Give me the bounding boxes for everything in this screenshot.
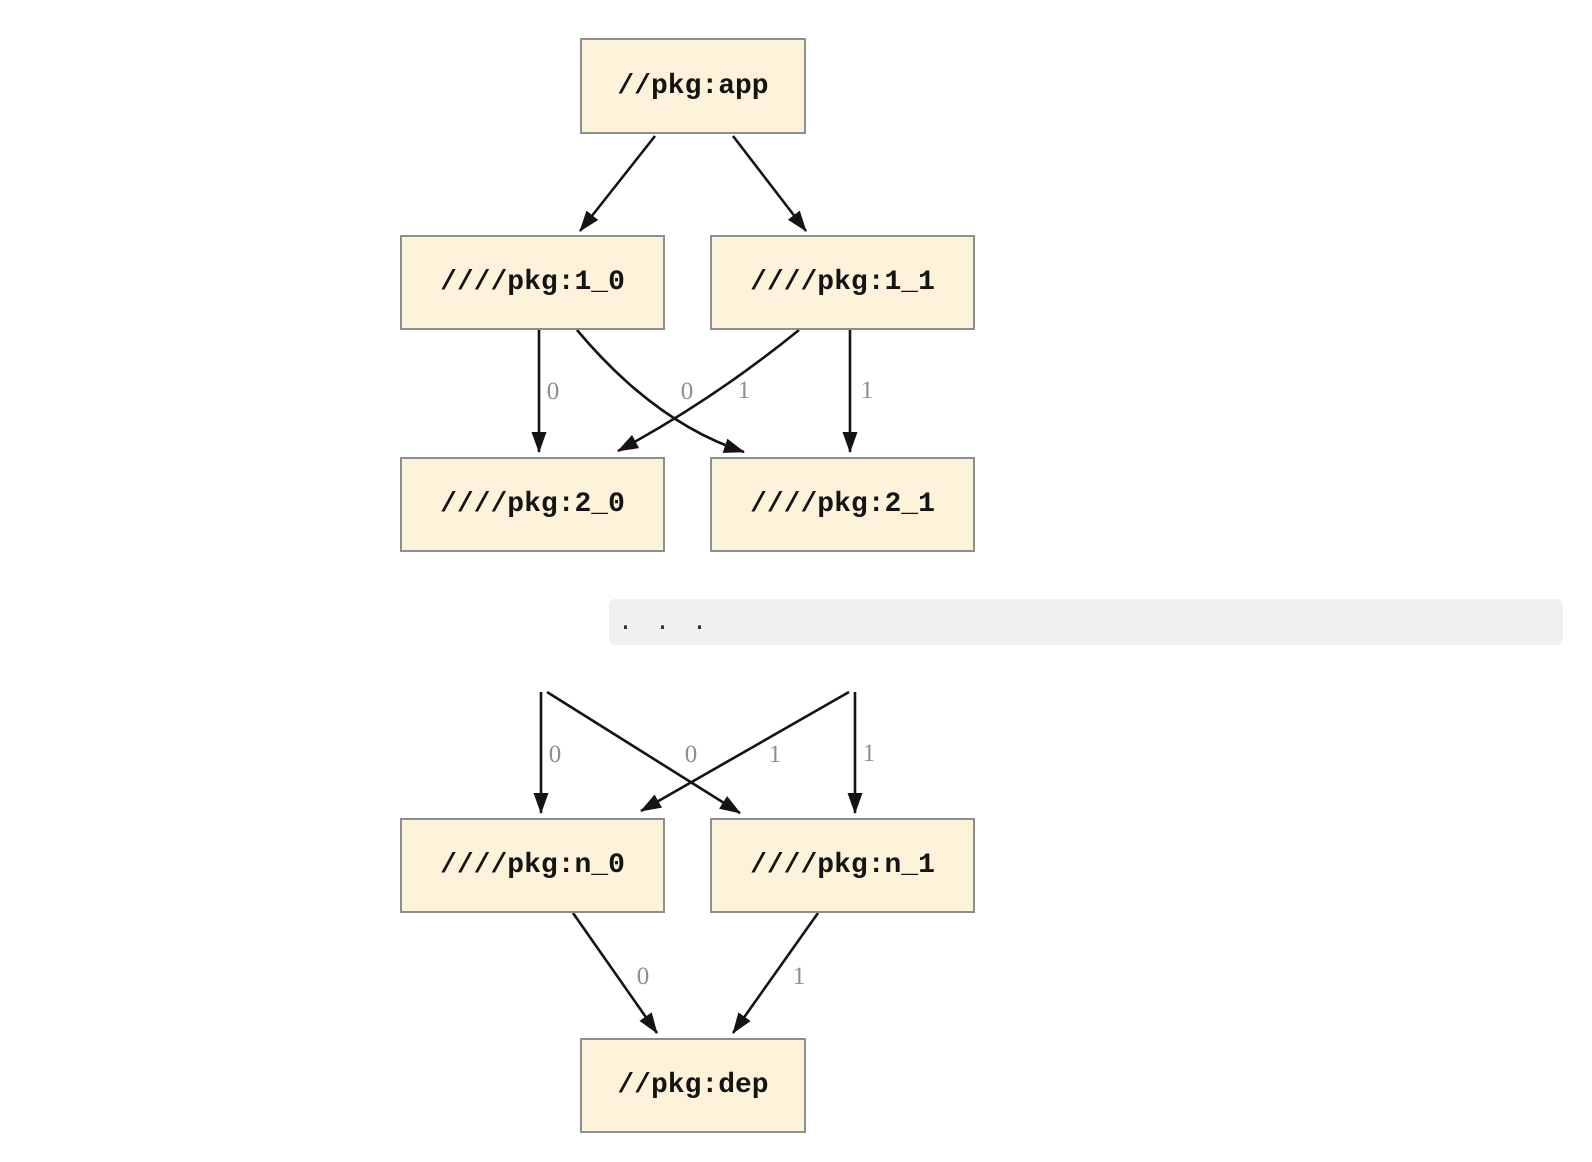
node-pkg-n-1-label: ////pkg:n_1 <box>750 850 935 881</box>
node-pkg-1-1: ////pkg:1_1 <box>710 235 975 330</box>
edge-1-arrow <box>731 135 808 232</box>
node-pkg-dep-label: //pkg:dep <box>617 1070 769 1101</box>
node-pkg-2-0: ////pkg:2_0 <box>400 457 665 552</box>
node-pkg-n-1: ////pkg:n_1 <box>710 818 975 913</box>
edge-6-label: 0 <box>549 741 562 768</box>
node-pkg-1-1-label: ////pkg:1_1 <box>750 267 935 298</box>
edge-4-label: 0 <box>681 378 694 405</box>
elided-levels-band: . . . <box>609 599 1563 645</box>
edge-4-arrow <box>617 328 800 453</box>
node-pkg-2-1-label: ////pkg:2_1 <box>750 489 935 520</box>
edge-3-arrow <box>576 329 745 454</box>
edge-8-label: 0 <box>685 741 698 768</box>
node-pkg-app-label: //pkg:app <box>617 70 769 102</box>
edge-10-arrow <box>571 912 659 1034</box>
edge-11-arrow <box>731 912 820 1034</box>
node-pkg-n-0: ////pkg:n_0 <box>400 818 665 913</box>
edge-3-label: 1 <box>738 377 751 404</box>
edge-2-label: 0 <box>547 378 560 405</box>
node-pkg-dep: //pkg:dep <box>580 1038 806 1133</box>
edge-7-arrow <box>546 690 741 815</box>
node-pkg-2-1: ////pkg:2_1 <box>710 457 975 552</box>
edge-0-arrow <box>578 135 657 232</box>
edge-10-label: 0 <box>637 963 650 990</box>
edge-5-label: 1 <box>861 377 874 404</box>
node-pkg-n-0-label: ////pkg:n_0 <box>440 850 625 881</box>
node-pkg-1-0: ////pkg:1_0 <box>400 235 665 330</box>
edge-9-label: 1 <box>863 740 876 767</box>
node-pkg-app: //pkg:app <box>580 38 806 134</box>
edge-11-label: 1 <box>793 963 806 990</box>
node-pkg-2-0-label: ////pkg:2_0 <box>440 489 625 520</box>
edge-8-arrow <box>640 690 850 813</box>
elided-levels-ellipsis: . . . <box>618 607 711 637</box>
node-pkg-1-0-label: ////pkg:1_0 <box>440 267 625 298</box>
edge-7-label: 1 <box>769 741 782 768</box>
